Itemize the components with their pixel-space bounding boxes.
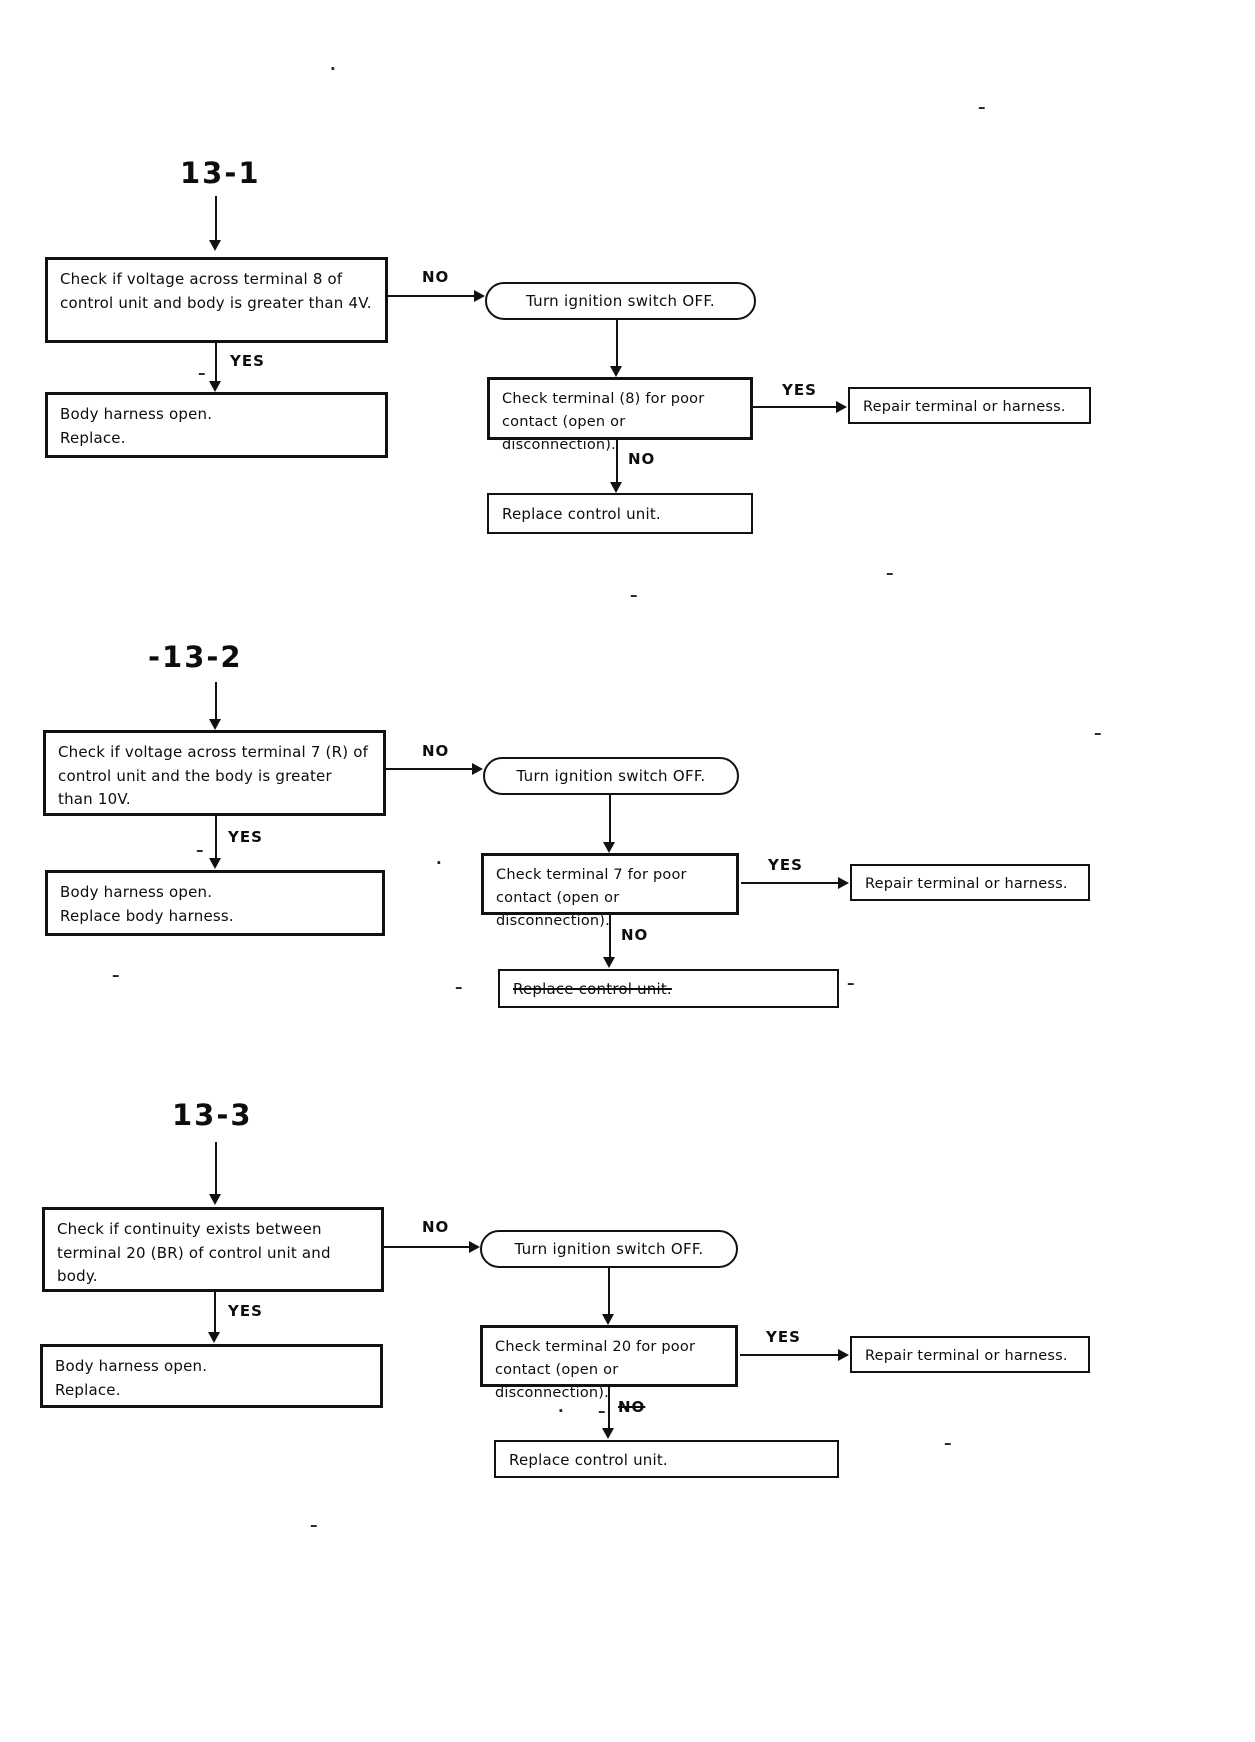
scan-artifact-dash: – — [198, 364, 206, 382]
arrow-down-icon — [602, 1314, 614, 1325]
scan-artifact-dash: – — [455, 978, 463, 996]
repair-box: Repair terminal or harness. — [850, 1336, 1090, 1373]
yes-label: YES — [228, 1302, 263, 1320]
connector-hline — [753, 406, 838, 408]
section-title: 13-1 — [180, 156, 261, 190]
arrow-down-icon — [209, 240, 221, 251]
scan-artifact-dash: – — [310, 1516, 318, 1534]
yes-label: YES — [782, 381, 817, 399]
yes-label: YES — [768, 856, 803, 874]
arrow-right-icon — [469, 1241, 480, 1253]
connector-vline — [609, 795, 611, 843]
arrow-down-icon — [602, 1428, 614, 1439]
connector-vline — [608, 1268, 610, 1315]
connector-vline — [616, 440, 618, 484]
terminal-check-box: Check terminal 7 for poor contact (open … — [481, 853, 739, 929]
yes-label: YES — [228, 828, 263, 846]
connector-vline — [608, 1387, 610, 1428]
terminal-check-box: Check terminal (8) for poor contact (ope… — [487, 377, 753, 453]
connector-hline — [388, 295, 476, 297]
no-label: NO — [422, 742, 450, 760]
connector-hline — [384, 1246, 470, 1248]
replace-box: Replace control unit. — [498, 969, 839, 1008]
result-line: Replace body harness. — [60, 906, 234, 925]
scan-artifact-dash: – — [196, 841, 204, 859]
arrow-down-icon — [209, 719, 221, 730]
scan-artifact-dash: – — [978, 98, 986, 116]
connector-vline — [215, 816, 217, 859]
arrow-down-icon — [603, 842, 615, 853]
connector-vline — [616, 320, 618, 367]
terminal-check-box: Check terminal 20 for poor contact (open… — [480, 1325, 738, 1401]
replace-box: Replace control unit. — [487, 493, 753, 534]
connector-vline — [215, 343, 217, 384]
connector-vline — [215, 1142, 217, 1196]
scan-artifact-dash: – — [944, 1434, 952, 1452]
arrow-down-icon — [208, 1332, 220, 1343]
result-line: Body harness open. — [60, 883, 213, 901]
scan-artifact-dash: – — [1094, 724, 1102, 742]
arrow-down-icon — [209, 1194, 221, 1205]
result-line: Body harness open. — [55, 1357, 208, 1375]
check-box: Check if continuity exists between termi… — [42, 1207, 384, 1292]
arrow-down-icon — [209, 858, 221, 869]
section-title: 13-3 — [172, 1098, 253, 1132]
connector-vline — [215, 682, 217, 722]
arrow-right-icon — [838, 1349, 849, 1361]
arrow-down-icon — [610, 482, 622, 493]
replace-box: Replace control unit. — [494, 1440, 839, 1478]
scan-artifact-dash: – — [847, 974, 855, 992]
section-title: -13-2 — [148, 640, 243, 674]
no-label: NO — [618, 1398, 646, 1416]
connector-vline — [215, 196, 217, 242]
no-label: NO — [422, 1218, 450, 1236]
connector-hline — [741, 882, 839, 884]
no-label: NO — [422, 268, 450, 286]
arrow-down-icon — [209, 381, 221, 392]
connector-vline — [609, 915, 611, 958]
connector-vline — [214, 1292, 216, 1334]
check-box: Check if voltage across terminal 7 (R) o… — [43, 730, 386, 816]
scan-artifact-dash: – — [112, 966, 120, 984]
connector-hline — [740, 1354, 838, 1356]
repair-box: Repair terminal or harness. — [848, 387, 1091, 424]
replace-text: Replace control unit. — [513, 980, 672, 998]
arrow-right-icon — [838, 877, 849, 889]
scan-artifact-dot: · — [436, 854, 442, 872]
result-line: Replace. — [60, 428, 126, 447]
yes-label: YES — [230, 352, 265, 370]
arrow-down-icon — [610, 366, 622, 377]
no-label: NO — [628, 450, 656, 468]
connector-hline — [386, 768, 474, 770]
result-line: Body harness open. — [60, 405, 213, 423]
repair-box: Repair terminal or harness. — [850, 864, 1090, 901]
arrow-down-icon — [603, 957, 615, 968]
scan-artifact-dash: – — [630, 586, 638, 604]
result-line: Replace. — [55, 1380, 121, 1399]
yes-label: YES — [766, 1328, 801, 1346]
action-pill: Turn ignition switch OFF. — [480, 1230, 738, 1268]
scan-artifact-dot: · — [558, 1402, 564, 1420]
no-label: NO — [621, 926, 649, 944]
action-pill: Turn ignition switch OFF. — [485, 282, 756, 320]
scan-artifact-dot: · — [330, 60, 336, 78]
scan-artifact-dash: – — [598, 1402, 606, 1420]
result-box: Body harness open. Replace body harness. — [45, 870, 385, 936]
result-box: Body harness open. Replace. — [40, 1344, 383, 1408]
arrow-right-icon — [472, 763, 483, 775]
arrow-right-icon — [836, 401, 847, 413]
action-pill: Turn ignition switch OFF. — [483, 757, 739, 795]
scan-artifact-dash: – — [886, 564, 894, 582]
arrow-right-icon — [474, 290, 485, 302]
result-box: Body harness open. Replace. — [45, 392, 388, 458]
check-box: Check if voltage across terminal 8 of co… — [45, 257, 388, 343]
